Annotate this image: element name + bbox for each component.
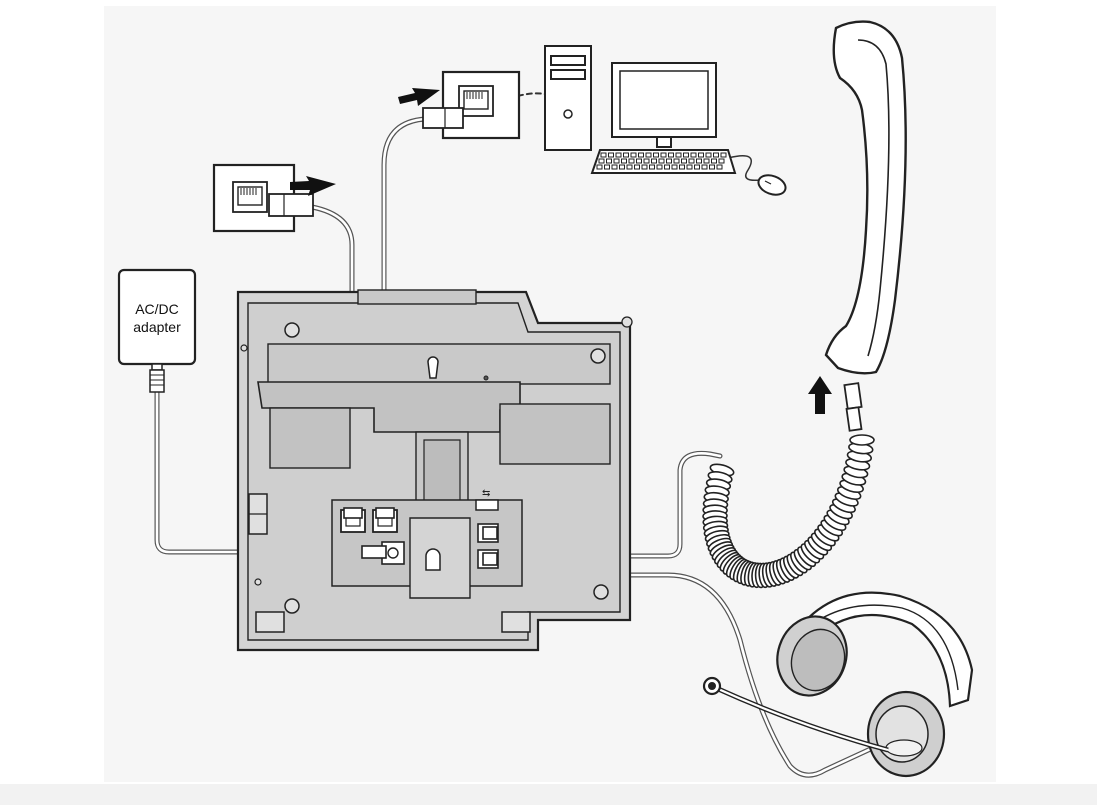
keyboard-key — [621, 158, 627, 164]
keyboard-key — [634, 164, 640, 170]
keyboard-key — [703, 158, 710, 164]
keyboard-key — [673, 158, 680, 164]
keyboard-key — [713, 152, 719, 158]
wall-lan-jack — [212, 163, 314, 233]
usb-symbol: ⇆ — [482, 488, 490, 499]
ac-dc-adapter: AC/DC adapter — [117, 268, 197, 393]
keyboard-key — [688, 158, 695, 164]
keyboard-key — [619, 164, 625, 170]
phone-base: ⇆ — [236, 289, 633, 652]
insert-arrow-pc — [398, 88, 440, 106]
keyboard-key — [628, 158, 635, 164]
keyboard-key — [696, 158, 702, 164]
keyboard-key — [623, 152, 629, 158]
keyboard-key — [675, 152, 682, 158]
keyboard-key — [641, 164, 648, 170]
keyboard-key — [636, 158, 642, 164]
computer — [544, 45, 787, 196]
keyboard-key — [671, 164, 678, 170]
keyboard-key — [690, 152, 697, 158]
handset — [824, 20, 907, 375]
keyboard-key — [660, 152, 667, 158]
handset-plug — [843, 382, 863, 432]
insert-arrow-wall — [290, 176, 336, 196]
pc-lan-plug — [422, 107, 464, 129]
keyboard-key — [698, 152, 704, 158]
keyboard-key — [611, 164, 618, 170]
keyboard-key — [608, 152, 614, 158]
cables — [154, 92, 893, 778]
keyboard-key — [658, 158, 665, 164]
keyboard-key — [701, 164, 708, 170]
keyboard-key — [709, 164, 715, 170]
usb-port — [475, 499, 499, 511]
keyboard-key — [694, 164, 700, 170]
coiled-cord — [702, 434, 875, 589]
keyboard-key — [638, 152, 644, 158]
keyboard-key — [649, 164, 655, 170]
base-plugs — [343, 507, 498, 566]
pc-lan-jack — [422, 70, 521, 140]
keyboard-key — [720, 152, 727, 158]
adapter-label-line1: AC/DC — [135, 301, 179, 317]
keyboard-key — [664, 164, 670, 170]
keyboard-key — [686, 164, 693, 170]
keyboard-key — [626, 164, 633, 170]
headset — [702, 591, 974, 778]
keyboard-key — [718, 158, 725, 164]
keyboard-key — [653, 152, 659, 158]
keyboard-key — [598, 158, 605, 164]
keyboard-key — [711, 158, 717, 164]
keyboard-key — [600, 152, 607, 158]
keyboard-key — [681, 158, 687, 164]
keyboard-keys — [596, 152, 727, 170]
keyboard-key — [643, 158, 650, 164]
mouse-cable — [727, 155, 761, 182]
keyboard-key — [596, 164, 603, 170]
keyboard-key — [615, 152, 622, 158]
keyboard-key — [604, 164, 610, 170]
keyboard-key — [645, 152, 652, 158]
keyboard-key — [651, 158, 657, 164]
keyboard-key — [716, 164, 723, 170]
keyboard-key — [668, 152, 674, 158]
wall-lan-plug — [268, 193, 314, 217]
pc-mouse — [757, 174, 787, 196]
coil-ring — [849, 434, 875, 446]
keyboard-key — [679, 164, 685, 170]
adapter-label-line2: adapter — [133, 319, 181, 335]
keyboard-key — [705, 152, 712, 158]
keyboard-key — [606, 158, 612, 164]
bottom-bar — [0, 784, 1097, 805]
connect-arrow-handset — [808, 376, 832, 414]
keyboard-key — [656, 164, 663, 170]
keyboard-key — [666, 158, 672, 164]
keyboard-key — [683, 152, 689, 158]
keyboard-key — [613, 158, 620, 164]
keyboard-key — [630, 152, 637, 158]
